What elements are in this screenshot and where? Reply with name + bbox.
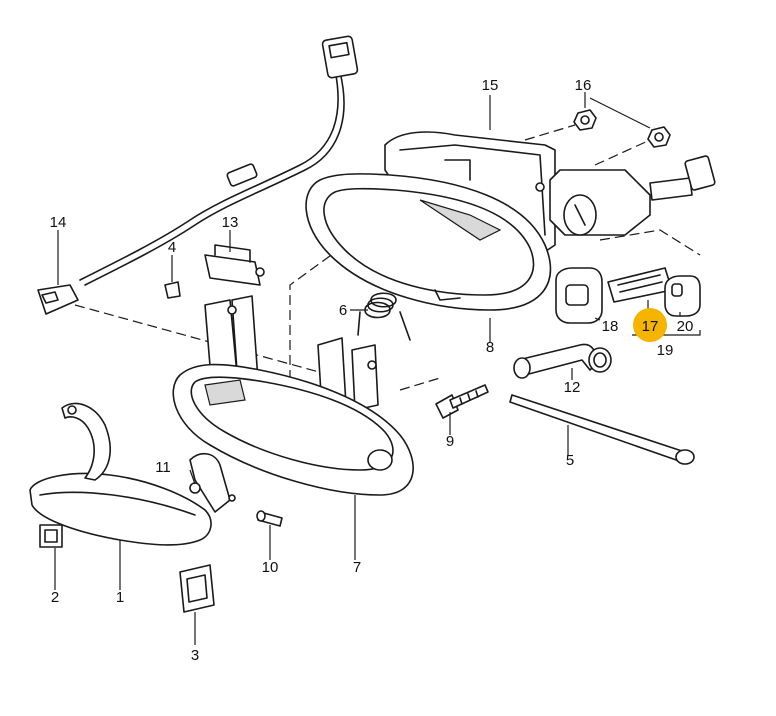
part-5-rod (509, 394, 695, 465)
callout-16: 16 (575, 77, 592, 94)
part-16-nuts (573, 92, 671, 148)
callout-18: 18 (602, 318, 619, 335)
callout-15: 15 (482, 77, 499, 94)
callout-2: 2 (51, 589, 59, 606)
callout-20: 20 (677, 318, 694, 335)
callout-19: 19 (657, 342, 674, 359)
part-11-ring-clip (189, 482, 201, 494)
callout-14: 14 (50, 214, 67, 231)
callout-10: 10 (262, 559, 279, 576)
callout-5: 5 (566, 452, 574, 469)
callout-12: 12 (564, 379, 581, 396)
part-14-wiring-harness (37, 35, 359, 315)
part-8-trim-ring (305, 173, 552, 311)
callout-17: 17 (642, 318, 659, 335)
callout-9: 9 (446, 433, 454, 450)
part-7-handle-frame (172, 295, 414, 496)
callout-8: 8 (486, 339, 494, 356)
part-2-gasket (39, 524, 63, 548)
callout-4: 4 (168, 239, 176, 256)
callout-1: 1 (116, 589, 124, 606)
part-3-gasket (179, 564, 215, 613)
callout-11: 11 (155, 459, 171, 476)
callout-labels: 1 2 3 4 5 6 7 8 9 10 11 12 13 14 15 16 1… (50, 77, 694, 664)
callout-17-highlight (633, 308, 667, 342)
part-13-cable-clip (204, 244, 265, 286)
callout-7: 7 (353, 559, 361, 576)
lock-cylinder (549, 155, 716, 236)
assembly-guide-lines (74, 124, 701, 410)
part-6-spring (357, 292, 411, 341)
callout-13: 13 (222, 214, 239, 231)
part-4-small-clip (164, 281, 181, 299)
callout-3: 3 (191, 647, 199, 664)
parts-17-20-key-set (555, 267, 701, 324)
part-12-cable-bracket (513, 343, 612, 379)
part-9-screw (435, 384, 489, 419)
part-10-pin (256, 510, 283, 527)
part-1-outer-handle (29, 402, 236, 546)
callout-6: 6 (339, 302, 347, 319)
